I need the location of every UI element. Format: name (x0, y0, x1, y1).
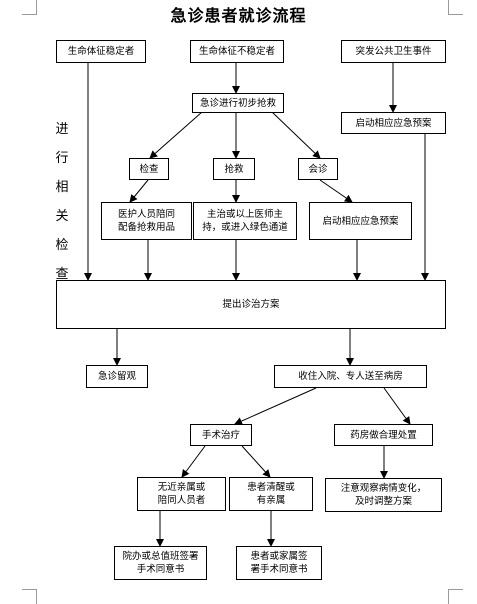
arrow-admission-to-surgery (234, 387, 317, 425)
consult-box: 会诊 (298, 158, 338, 180)
family-consent-box: 患者或家属签 署手术同意书 (236, 546, 322, 580)
arrow-surgery-to-nofamily (181, 445, 206, 478)
unstable-patients-box: 生命体征不稳定者 (190, 40, 284, 63)
arrow-admission-to-medication (383, 387, 411, 425)
green-channel-box: 主治或以上医师主 持，或进入绿色通道 (193, 202, 297, 240)
initial-rescue-box: 急诊进行初步抢救 (192, 93, 284, 113)
treatment-plan-box: 提出诊治方案 (56, 280, 446, 329)
crop-mark-top-left (22, 0, 37, 15)
exam-box: 检查 (129, 158, 169, 180)
arrow-surgery-to-conscious (241, 445, 271, 478)
admission-box: 收住入院、专人送至病房 (274, 365, 427, 388)
arrow-rescue-to-exam (149, 111, 203, 159)
staff-escort-box: 医护人员陪同 配备抢救用品 (101, 202, 192, 240)
stable-patients-box: 生命体征稳定者 (56, 40, 146, 63)
arrow-rescue-to-consult (271, 111, 321, 159)
crop-mark-top-right (448, 0, 463, 15)
conscious-family-box: 患者清醒或 有亲属 (229, 477, 313, 511)
emergency-plan-top-box: 启动相应应急预案 (341, 112, 446, 134)
arrow-exam-to-escort (129, 179, 149, 203)
monitor-adjust-box: 注意观察病情变化， 及时调整方案 (325, 478, 442, 512)
observation-box: 急诊留观 (86, 365, 148, 388)
arrow-consult-to-plan (319, 179, 353, 203)
rescue-box: 抢救 (213, 158, 255, 180)
duty-consent-box: 院办或总值班签署 手术同意书 (114, 546, 207, 580)
page-title: 急诊患者就诊流程 (170, 6, 307, 25)
crop-mark-bottom-left (22, 589, 37, 604)
no-family-box: 无近亲属或 陪同人员者 (137, 477, 226, 511)
side-label: 进 行 相 关 检 查 (55, 122, 69, 282)
crop-mark-bottom-right (448, 589, 463, 604)
public-health-event-box: 突发公共卫生事件 (341, 40, 446, 63)
emergency-plan-mid-box: 启动相应应急预案 (309, 202, 412, 240)
medication-box: 药房做合理处置 (334, 424, 433, 446)
surgery-box: 手术治疗 (190, 424, 252, 446)
